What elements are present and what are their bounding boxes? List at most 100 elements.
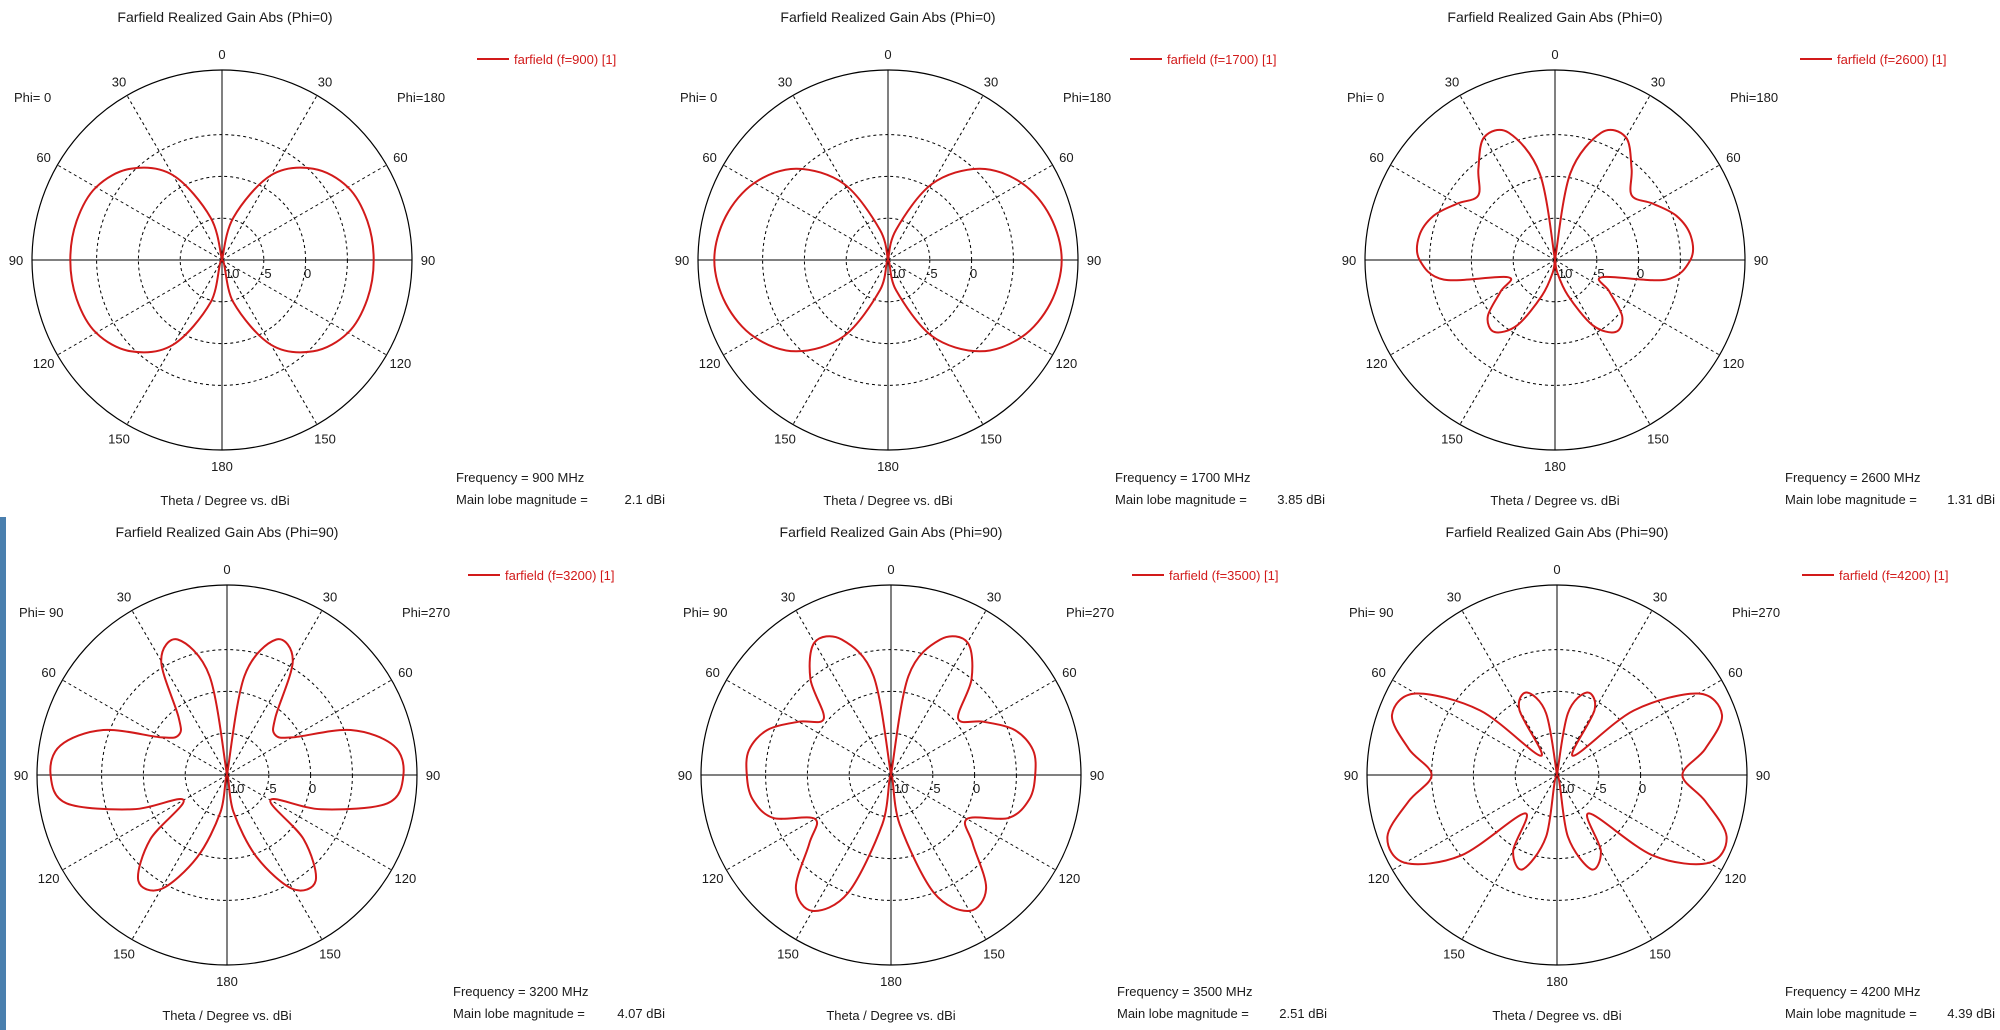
main-lobe-label: Main lobe magnitude = [453, 1006, 585, 1021]
grid-spoke [887, 164, 1053, 261]
phi-left-label: Phi= 0 [680, 90, 717, 105]
grid-spoke [795, 610, 892, 776]
radial-tick-label: 0 [1637, 266, 1644, 281]
angle-tick-label: 180 [211, 459, 233, 474]
frequency-label: Frequency = 3500 MHz [1117, 984, 1252, 999]
grid-spoke [887, 95, 984, 261]
grid-spoke [126, 259, 223, 425]
chart-title: Farfield Realized Gain Abs (Phi=90) [1446, 524, 1669, 540]
angle-tick-label: 150 [1443, 946, 1465, 961]
grid-spoke [226, 774, 323, 940]
grid-spoke [1390, 259, 1556, 356]
angle-tick-label: 30 [1653, 590, 1667, 605]
grid-spoke [226, 774, 392, 871]
main-lobe-value: 3.85 dBi [1277, 492, 1325, 507]
legend-label: farfield (f=1700) [1] [1167, 52, 1276, 67]
grid-spoke [1556, 774, 1722, 871]
angle-tick-label: 90 [1754, 253, 1768, 268]
grid-spoke [795, 774, 892, 940]
phi-left-label: Phi= 90 [683, 605, 727, 620]
grid-spoke [126, 95, 223, 261]
angle-tick-label: 60 [1726, 150, 1740, 165]
radial-tick-label: 0 [304, 266, 311, 281]
grid-spoke [1554, 259, 1720, 356]
main-lobe-value: 1.31 dBi [1947, 492, 1995, 507]
angle-tick-label: 60 [41, 665, 55, 680]
phi-right-label: Phi=180 [397, 90, 445, 105]
grid-spoke [1392, 774, 1558, 871]
polar-chart-5: Farfield Realized Gain Abs (Phi=90)03060… [678, 524, 1327, 1023]
chart-title: Farfield Realized Gain Abs (Phi=90) [116, 524, 339, 540]
main-lobe-label: Main lobe magnitude = [1115, 492, 1247, 507]
grid-spoke [1556, 610, 1653, 776]
angle-tick-label: 0 [1553, 562, 1560, 577]
angle-tick-label: 180 [1544, 459, 1566, 474]
grid-spoke [1392, 679, 1558, 776]
polar-chart-2: Farfield Realized Gain Abs (Phi=0)030609… [675, 9, 1325, 508]
axis-label: Theta / Degree vs. dBi [826, 1008, 955, 1023]
radial-tick-label: -5 [929, 781, 941, 796]
angle-tick-label: 90 [675, 253, 689, 268]
angle-tick-label: 60 [705, 665, 719, 680]
chart-title: Farfield Realized Gain Abs (Phi=0) [117, 9, 332, 25]
grid-spoke [57, 259, 223, 356]
grid-spoke [792, 95, 889, 261]
axis-label: Theta / Degree vs. dBi [160, 493, 289, 508]
phi-right-label: Phi=270 [402, 605, 450, 620]
grid-spoke [131, 610, 228, 776]
grid-spoke [1554, 95, 1651, 261]
grid-spoke [1459, 259, 1556, 425]
angle-tick-label: 180 [880, 974, 902, 989]
frequency-label: Frequency = 1700 MHz [1115, 470, 1250, 485]
radial-tick-label: 0 [970, 266, 977, 281]
polar-chart-1: Farfield Realized Gain Abs (Phi=0)030609… [9, 9, 665, 508]
angle-tick-label: 180 [877, 459, 899, 474]
grid-spoke [62, 679, 228, 776]
main-lobe-label: Main lobe magnitude = [1785, 1006, 1917, 1021]
grid-spoke [1461, 774, 1558, 940]
angle-tick-label: 120 [33, 356, 55, 371]
radial-tick-label: 0 [309, 781, 316, 796]
angle-tick-label: 120 [1725, 871, 1747, 886]
axis-label: Theta / Degree vs. dBi [823, 493, 952, 508]
main-lobe-value: 2.1 dBi [625, 492, 666, 507]
angle-tick-label: 150 [777, 946, 799, 961]
angle-tick-label: 60 [1062, 665, 1076, 680]
frequency-label: Frequency = 3200 MHz [453, 984, 588, 999]
angle-tick-label: 150 [774, 431, 796, 446]
main-lobe-label: Main lobe magnitude = [1117, 1006, 1249, 1021]
angle-tick-label: 0 [223, 562, 230, 577]
angle-tick-label: 150 [314, 431, 336, 446]
angle-tick-label: 180 [216, 974, 238, 989]
angle-tick-label: 30 [987, 590, 1001, 605]
angle-tick-label: 90 [426, 768, 440, 783]
polar-chart-3: Farfield Realized Gain Abs (Phi=0)030609… [1342, 9, 1995, 508]
grid-spoke [57, 164, 223, 261]
angle-tick-label: 60 [1059, 150, 1073, 165]
main-lobe-value: 2.51 dBi [1279, 1006, 1327, 1021]
grid-spoke [1554, 164, 1720, 261]
main-lobe-label: Main lobe magnitude = [456, 492, 588, 507]
polar-chart-4: Farfield Realized Gain Abs (Phi=90) 0 30 60… [14, 524, 665, 1023]
legend-label: farfield (f=900) [1] [514, 52, 616, 67]
angle-tick-label: 150 [108, 431, 130, 446]
grid-spoke [226, 610, 323, 776]
radial-tick-label: -10 [1556, 781, 1575, 796]
radial-tick-label: -10 [221, 266, 240, 281]
angle-tick-label: 30 [323, 590, 337, 605]
angle-tick-label: 150 [1647, 431, 1669, 446]
grid-spoke [726, 679, 892, 776]
angle-tick-label: 120 [38, 871, 60, 886]
grid-spoke [887, 259, 1053, 356]
legend-label: farfield (f=3200) [1] [505, 568, 614, 583]
radial-tick-label: 0 [1639, 781, 1646, 796]
chart-title: Farfield Realized Gain Abs (Phi=90) [780, 524, 1003, 540]
grid-spoke [221, 164, 387, 261]
axis-label: Theta / Degree vs. dBi [1490, 493, 1619, 508]
frequency-label: Frequency = 2600 MHz [1785, 470, 1920, 485]
gain-trace [49, 638, 405, 892]
grid-spoke [723, 259, 889, 356]
grid-spoke [890, 774, 1056, 871]
polar-chart-6: Farfield Realized Gain Abs (Phi=90)03060… [1344, 524, 1995, 1023]
